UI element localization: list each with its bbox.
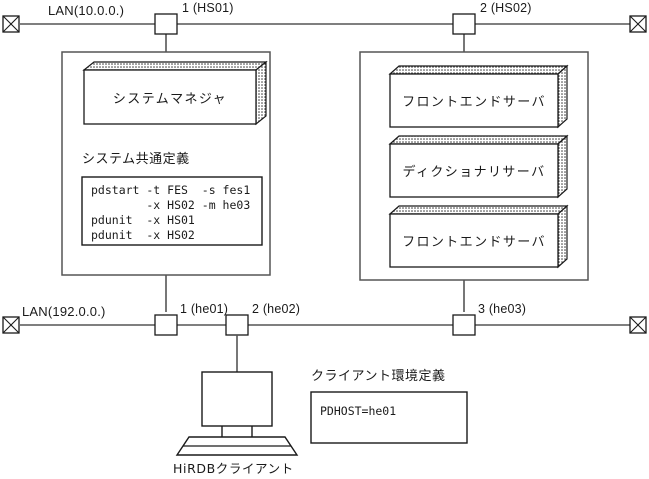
junction-he02[interactable] <box>225 314 249 372</box>
definition-code-line-3: pdunit -x HS01 <box>91 213 195 227</box>
definition-code-line-1: pdstart -t FES -s fes1 <box>91 183 251 197</box>
lan-lower-terminator-right <box>629 316 647 334</box>
lan-upper-terminator-left <box>2 15 20 33</box>
junction-he03[interactable] <box>452 314 476 336</box>
lan-upper-bus <box>2 13 647 52</box>
lan-lower-bus <box>2 314 647 372</box>
lan-upper-label: LAN(10.0.0.) <box>48 3 125 18</box>
client-workstation-icon[interactable] <box>175 371 299 456</box>
server-box-system-manager[interactable] <box>82 60 268 126</box>
server-label-dictionary-server: ディクショナリサーバ <box>402 165 546 180</box>
server-box-dictionary-server[interactable] <box>388 134 569 199</box>
node-label-he01: 1 (he01) <box>180 302 229 316</box>
node-label-hs02: 2 (HS02) <box>480 1 532 15</box>
definition-heading-left: システム共通定義 <box>82 152 190 167</box>
lan-upper-terminator-right <box>629 15 647 33</box>
client-environment-frame <box>310 391 468 444</box>
junction-hs02[interactable] <box>452 13 476 52</box>
server-label-front-end-server-1: フロントエンドサーバ <box>402 95 546 110</box>
lan-lower-label: LAN(192.0.0.) <box>22 304 106 319</box>
node-label-he03: 3 (he03) <box>478 302 527 316</box>
server-box-front-end-server-2[interactable] <box>388 204 569 269</box>
node-label-hs01: 1 (HS01) <box>182 1 234 15</box>
server-box-front-end-server-1[interactable] <box>388 64 569 129</box>
definition-code-line-4: pdunit -x HS02 <box>91 228 195 242</box>
client-environment-heading: クライアント環境定義 <box>311 369 446 384</box>
server-label-system-manager: システムマネジャ <box>112 91 228 107</box>
server-label-front-end-server-2: フロントエンドサーバ <box>402 235 546 250</box>
client-caption: HiRDBクライアント <box>173 461 294 476</box>
definition-code-line-2: -x HS02 -m he03 <box>91 198 251 212</box>
junction-hs01[interactable] <box>154 13 178 52</box>
definition-code-frame-left <box>81 176 263 246</box>
lan-lower-terminator-left <box>2 316 20 334</box>
node-label-he02: 2 (he02) <box>252 302 301 316</box>
junction-he01[interactable] <box>154 314 178 336</box>
client-environment-line-1: PDHOST=he01 <box>320 404 397 418</box>
